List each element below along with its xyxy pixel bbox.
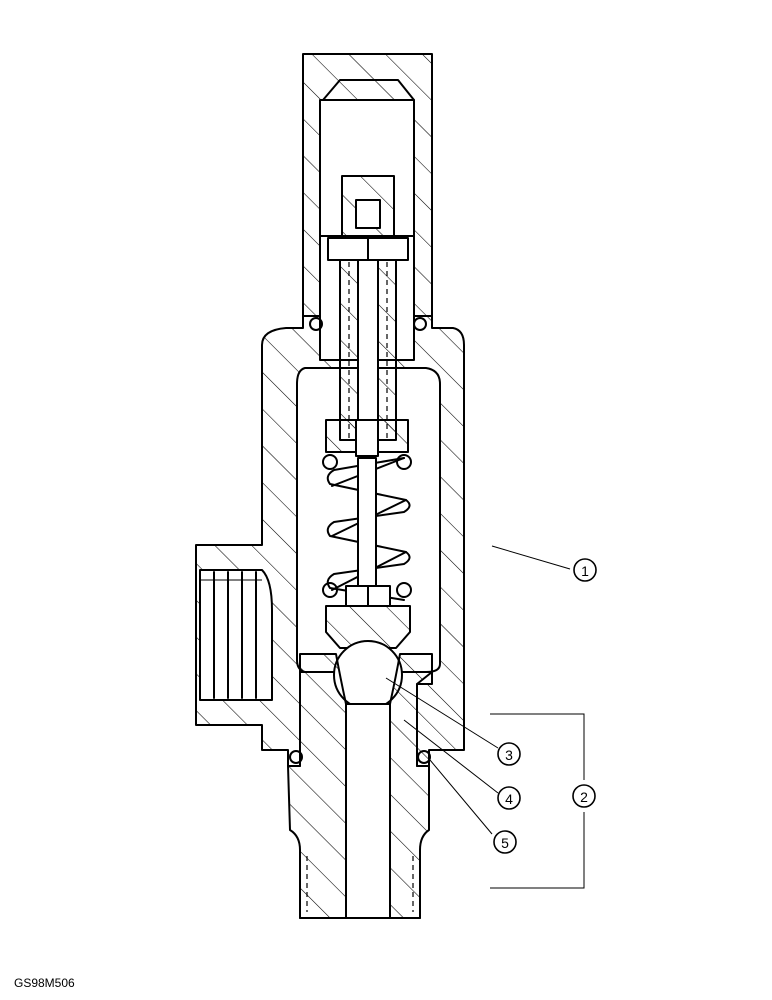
seat (287, 653, 433, 919)
callout-3: 3 (497, 742, 521, 766)
callout-2: 2 (572, 784, 596, 808)
callout-4: 4 (497, 786, 521, 810)
callout-5-label: 5 (501, 835, 509, 851)
callout-1-label: 1 (581, 563, 589, 579)
leader-lines (385, 545, 585, 889)
callout-4-label: 4 (505, 791, 513, 807)
adjusting-stem (327, 175, 409, 441)
callout-2-label: 2 (580, 789, 588, 805)
figure-code: GS98M506 (14, 976, 75, 990)
callout-5: 5 (493, 830, 517, 854)
o-rings (289, 317, 431, 764)
callout-3-label: 3 (505, 747, 513, 763)
spring-assembly (322, 419, 412, 649)
callout-1: 1 (573, 558, 597, 582)
